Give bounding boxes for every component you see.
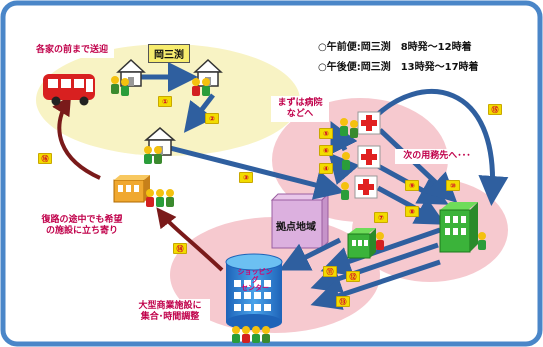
hospital-icon-2 [357, 145, 381, 169]
return-arrows [52, 94, 224, 272]
note-next-errand: 次の用務先へ･･･ [395, 149, 479, 164]
arrow-14 [156, 207, 224, 272]
hospital-icon-3 [354, 175, 378, 199]
note-return-trip: 復路の途中でも希望 の施設に立ち寄り [30, 213, 134, 239]
people-stopover [146, 189, 174, 207]
schedule-morning: ○午前便:岡三渕 8時発～12時着 [318, 42, 472, 53]
arrow-5 [330, 121, 358, 155]
people-hospital-3 [341, 182, 349, 200]
step-badge-5: ⑤ [319, 128, 333, 139]
people-shopping [232, 326, 270, 343]
arrow-3 [169, 145, 345, 200]
step-badge-10: ⑩ [446, 180, 460, 191]
shopping-label: ショッピング センター [237, 268, 273, 292]
bus-icon [43, 74, 95, 106]
arrow-13 [310, 259, 441, 310]
step-badge-12: ⑫ [346, 271, 360, 282]
arrow-2 [183, 93, 215, 133]
step-badge-8: ⑧ [405, 206, 419, 217]
step-badge-11: ⑪ [323, 266, 337, 277]
area-label-okamibuchi: 岡三渕 [148, 44, 190, 63]
step-badge-9: ⑨ [405, 180, 419, 191]
step-badge-16: ⑯ [38, 153, 52, 164]
people-house-2 [192, 78, 210, 96]
step-badge-6: ⑥ [319, 145, 333, 156]
step-badge-3: ③ [239, 172, 253, 183]
arrow-16 [52, 94, 101, 180]
arrow-12 [279, 237, 342, 271]
note-pickup: 各家の前まで送迎 [30, 43, 114, 58]
step-badge-13: ⑬ [336, 296, 350, 307]
green-building-icon-2 [439, 202, 478, 253]
arrow-4 [328, 152, 360, 185]
route-arrows [140, 62, 509, 310]
step-badge-15: ⑮ [488, 104, 502, 115]
hub-label: 拠点地域 [276, 222, 316, 233]
step-badge-2: ② [205, 113, 219, 124]
arrow-7 [320, 227, 441, 276]
people-hospital-2 [342, 152, 350, 170]
schedule-afternoon: ○午後便:岡三渕 13時発～17時着 [318, 62, 479, 73]
people-green-2 [478, 232, 486, 250]
people-hospital-1 [340, 118, 358, 138]
note-hospital-first: まずは病院 などへ [271, 96, 329, 122]
step-badge-4: ④ [319, 163, 333, 174]
stopover-building-icon [113, 175, 150, 203]
green-building-icon-1 [347, 228, 376, 259]
people-house-1 [111, 76, 129, 96]
hospital-icon-1 [357, 111, 381, 135]
arrow-8 [376, 185, 446, 225]
arrow-15 [370, 89, 509, 206]
shopping-center-icon [225, 253, 283, 330]
people-house-3 [144, 146, 162, 164]
step-badge-14: ⑭ [173, 243, 187, 254]
arrow-11 [310, 242, 439, 293]
people-green-1 [376, 232, 384, 250]
step-badge-7: ⑦ [374, 212, 388, 223]
step-badge-1: ① [158, 96, 172, 107]
note-large-facility: 大型商業施設に 集合･時間調整 [130, 299, 210, 325]
